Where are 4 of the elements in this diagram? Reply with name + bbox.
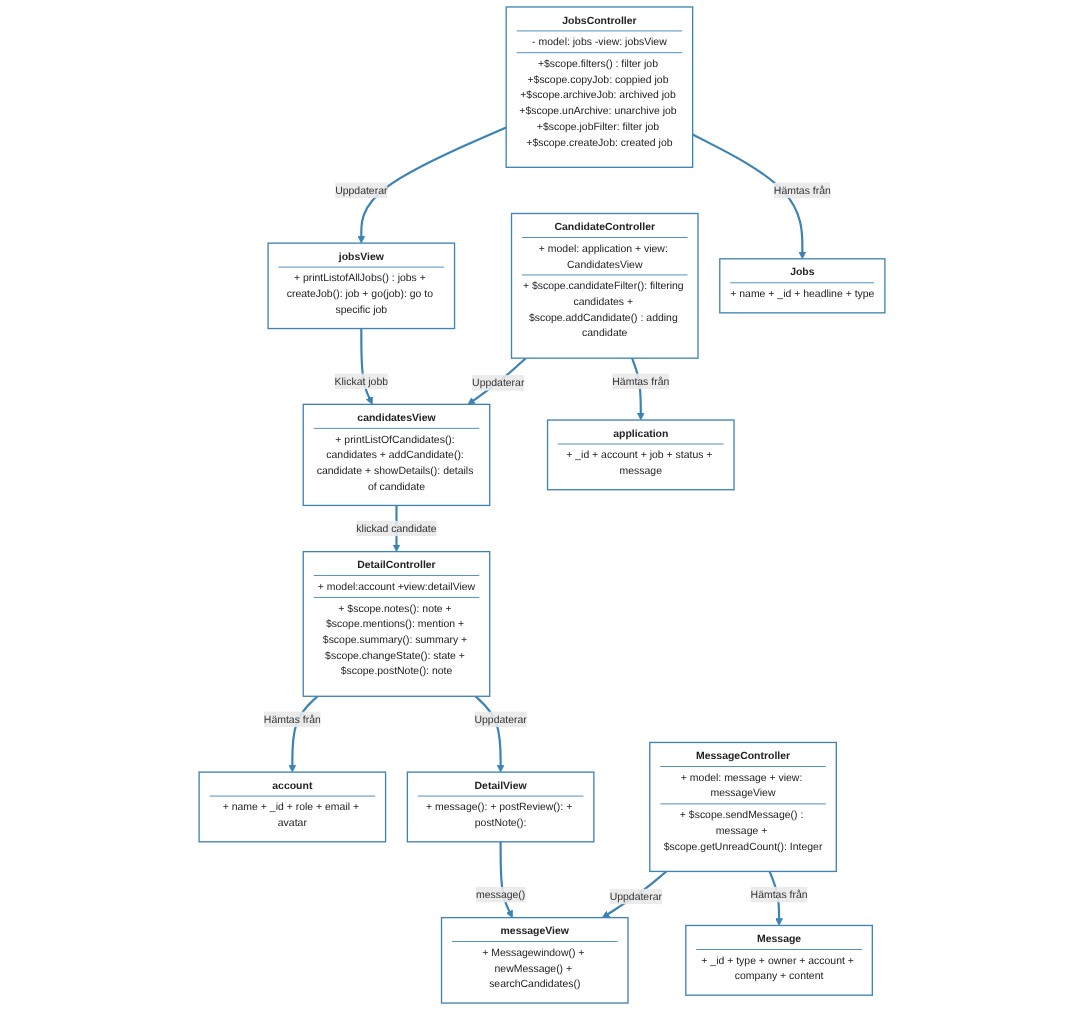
arrow [692,133,807,260]
arrow [357,126,507,244]
arrow [467,357,527,405]
arrow [602,870,668,918]
